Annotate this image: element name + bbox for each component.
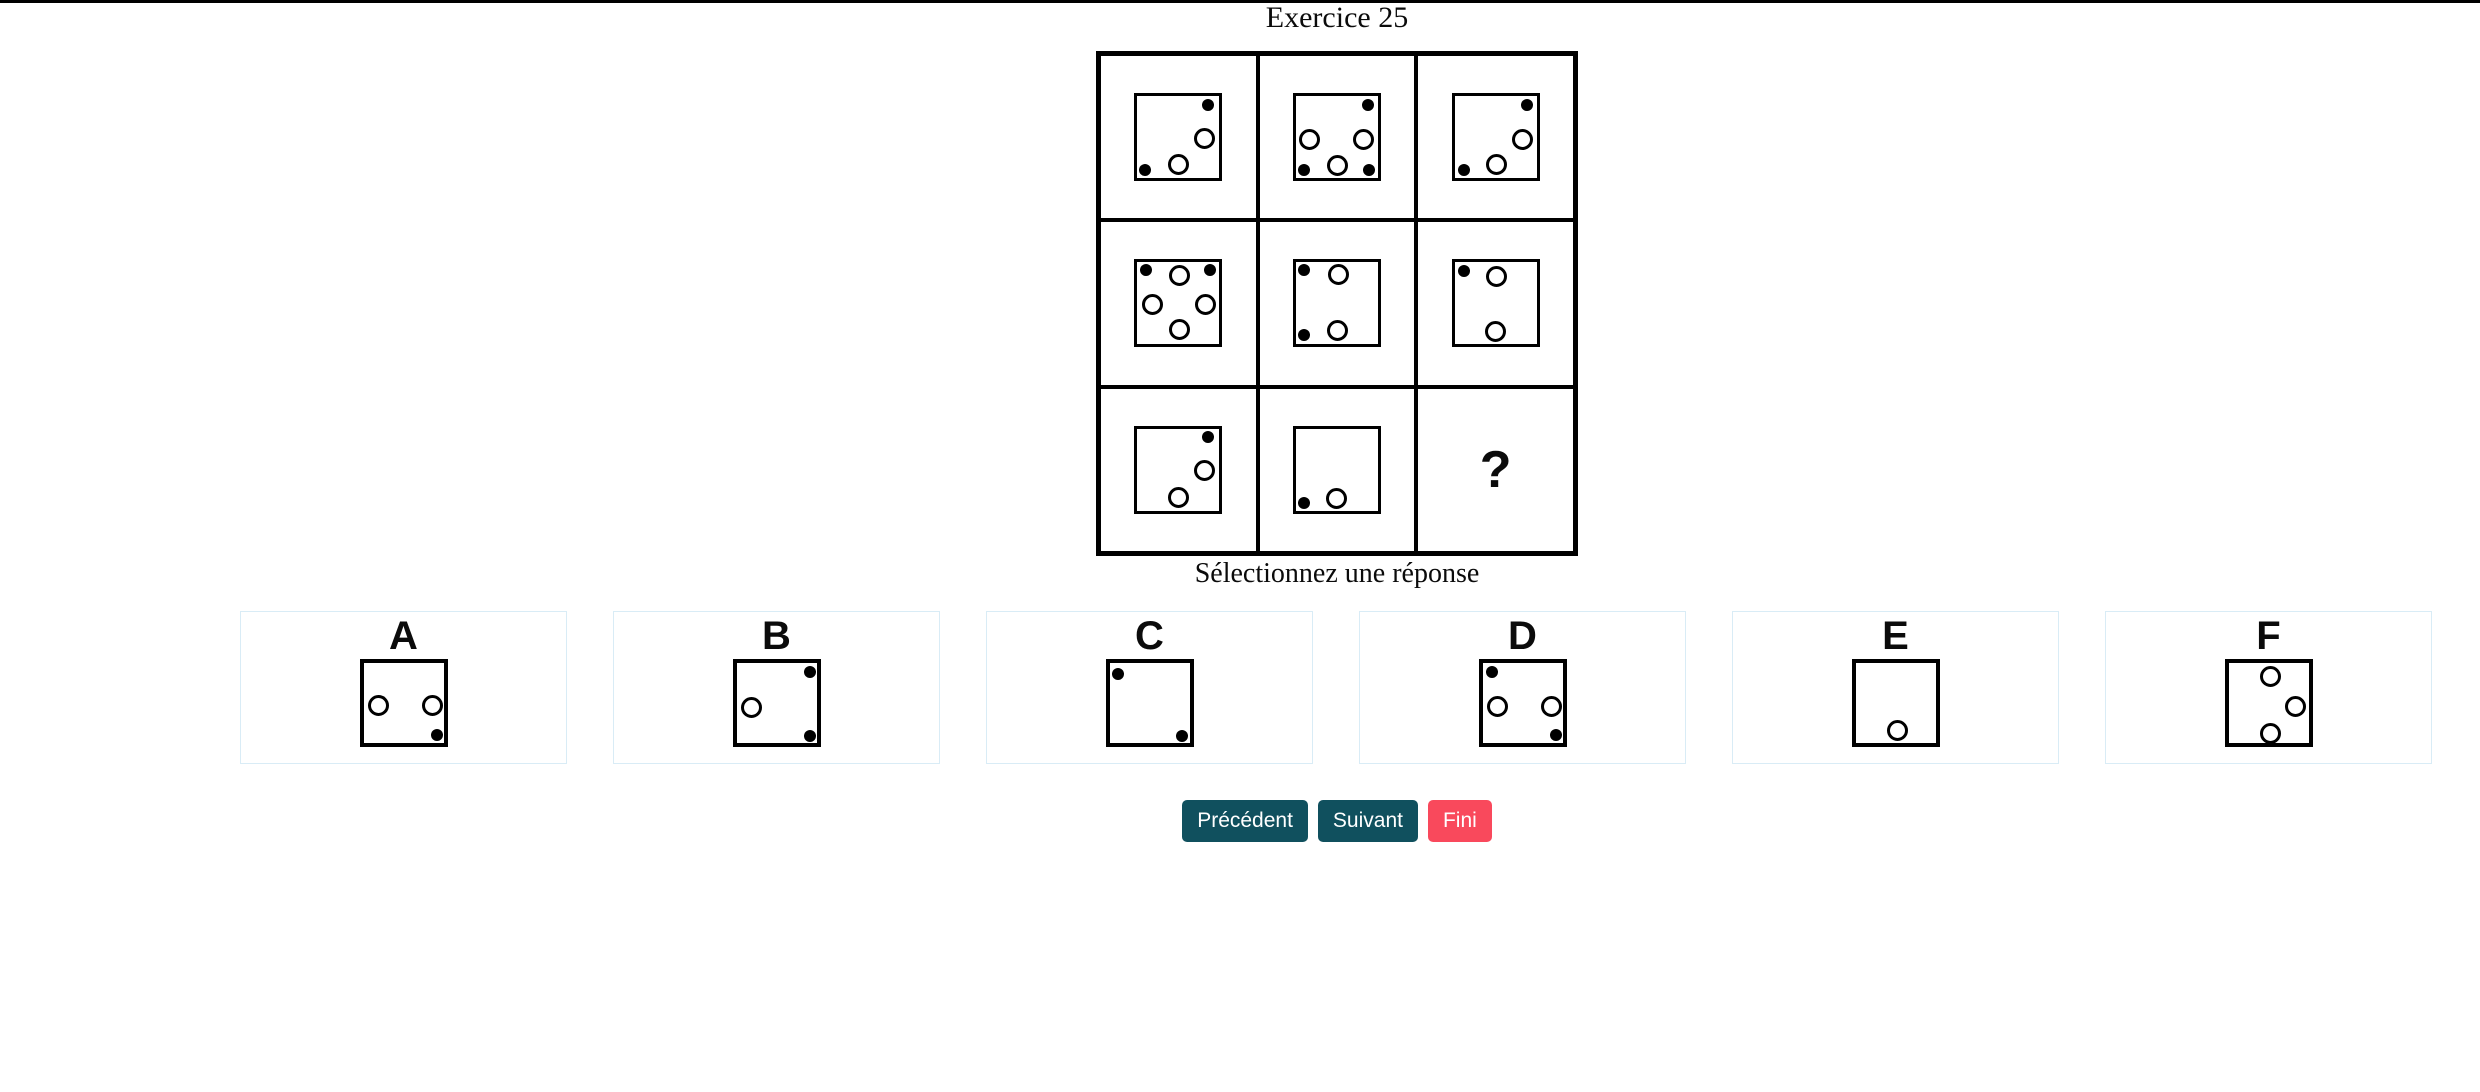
answer-card-a[interactable]: A [240, 611, 567, 764]
open-circle [1299, 128, 1321, 150]
open-circle [1487, 695, 1508, 717]
open-circle [741, 696, 762, 718]
grid-cell-r1c3 [1416, 54, 1575, 221]
grid-cell-r3c2 [1257, 386, 1417, 553]
figure-square [732, 659, 821, 747]
filled-dot [1297, 329, 1310, 342]
open-circle [368, 694, 389, 716]
figure-square [1292, 425, 1381, 514]
figure-square [1292, 93, 1381, 182]
select-answer-prompt: Sélectionnez une réponse [1194, 558, 1480, 589]
filled-dot [1202, 99, 1215, 112]
filled-dot [1361, 99, 1374, 112]
puzzle-grid: ? [1096, 51, 1578, 556]
filled-dot [1457, 164, 1470, 177]
figure-square [2224, 659, 2313, 747]
filled-dot [1140, 264, 1153, 277]
exercise-title: Exercice 25 [1265, 1, 1409, 34]
fini-button[interactable]: Fini [1427, 800, 1492, 842]
figure-square [1134, 425, 1223, 514]
open-circle [1167, 153, 1189, 175]
open-circle [2260, 722, 2281, 743]
answer-label-b: B [762, 614, 791, 658]
filled-dot [1111, 668, 1124, 680]
open-circle [2285, 695, 2306, 717]
grid-cell-r2c3 [1416, 220, 1575, 387]
answer-label-e: E [1882, 614, 1909, 658]
answer-card-e[interactable]: E [1732, 611, 2059, 764]
answer-label-c: C [1135, 614, 1164, 658]
open-circle [1327, 319, 1349, 341]
open-circle [1327, 154, 1349, 176]
answer-card-b[interactable]: B [613, 611, 940, 764]
open-circle [1887, 719, 1908, 741]
grid-cell-r1c2 [1257, 54, 1417, 221]
open-circle [1168, 264, 1190, 286]
open-circle [1194, 293, 1216, 315]
figure-square [1134, 93, 1223, 182]
grid-cell-r3c1 [1099, 386, 1258, 553]
open-circle [1141, 293, 1163, 315]
open-circle [1326, 488, 1348, 510]
filled-dot [803, 666, 816, 678]
figure-square [1851, 659, 1940, 747]
filled-dot [1175, 730, 1188, 742]
answer-label-a: A [389, 614, 418, 658]
open-circle [1193, 127, 1215, 149]
open-circle [1512, 128, 1534, 150]
suivant-button[interactable]: Suivant [1317, 800, 1418, 842]
open-circle [422, 694, 443, 716]
filled-dot [1457, 265, 1470, 278]
answer-label-f: F [2256, 614, 2281, 658]
filled-dot [1297, 496, 1310, 509]
answer-card-c[interactable]: C [986, 611, 1313, 764]
open-circle [1541, 695, 1562, 717]
figure-square [1451, 93, 1540, 182]
filled-dot [1362, 164, 1375, 177]
open-circle [1328, 263, 1350, 285]
figure-square [1478, 659, 1567, 747]
answer-card-d[interactable]: D [1359, 611, 1686, 764]
open-circle [1168, 318, 1190, 340]
filled-dot [1297, 164, 1310, 177]
open-circle [1486, 153, 1508, 175]
grid-cell-r3c3: ? [1416, 386, 1575, 553]
top-border-line [0, 0, 2480, 3]
filled-dot [1202, 430, 1215, 443]
grid-cell-r1c1 [1099, 54, 1258, 221]
open-circle [1353, 128, 1375, 150]
open-circle [1485, 320, 1507, 342]
answer-label-d: D [1508, 614, 1537, 658]
figure-square [1292, 259, 1381, 348]
grid-cell-r2c2 [1257, 220, 1417, 387]
precedent-button[interactable]: Précédent [1182, 800, 1308, 842]
filled-dot [1297, 264, 1310, 277]
open-circle [1167, 487, 1189, 509]
figure-square [1105, 659, 1194, 747]
filled-dot [430, 729, 443, 741]
filled-dot [1549, 729, 1562, 741]
filled-dot [1485, 666, 1498, 678]
figure-square [359, 659, 448, 747]
filled-dot [1520, 99, 1533, 112]
figure-square [1134, 259, 1223, 348]
open-circle [1193, 460, 1215, 482]
answer-card-f[interactable]: F [2105, 611, 2432, 764]
figure-square [1451, 259, 1540, 348]
filled-dot [1139, 164, 1152, 177]
filled-dot [1204, 264, 1217, 277]
open-circle [1486, 265, 1508, 287]
grid-cell-r2c1 [1099, 220, 1258, 387]
filled-dot [803, 730, 816, 742]
open-circle [2260, 665, 2281, 687]
question-mark: ? [1479, 440, 1512, 499]
